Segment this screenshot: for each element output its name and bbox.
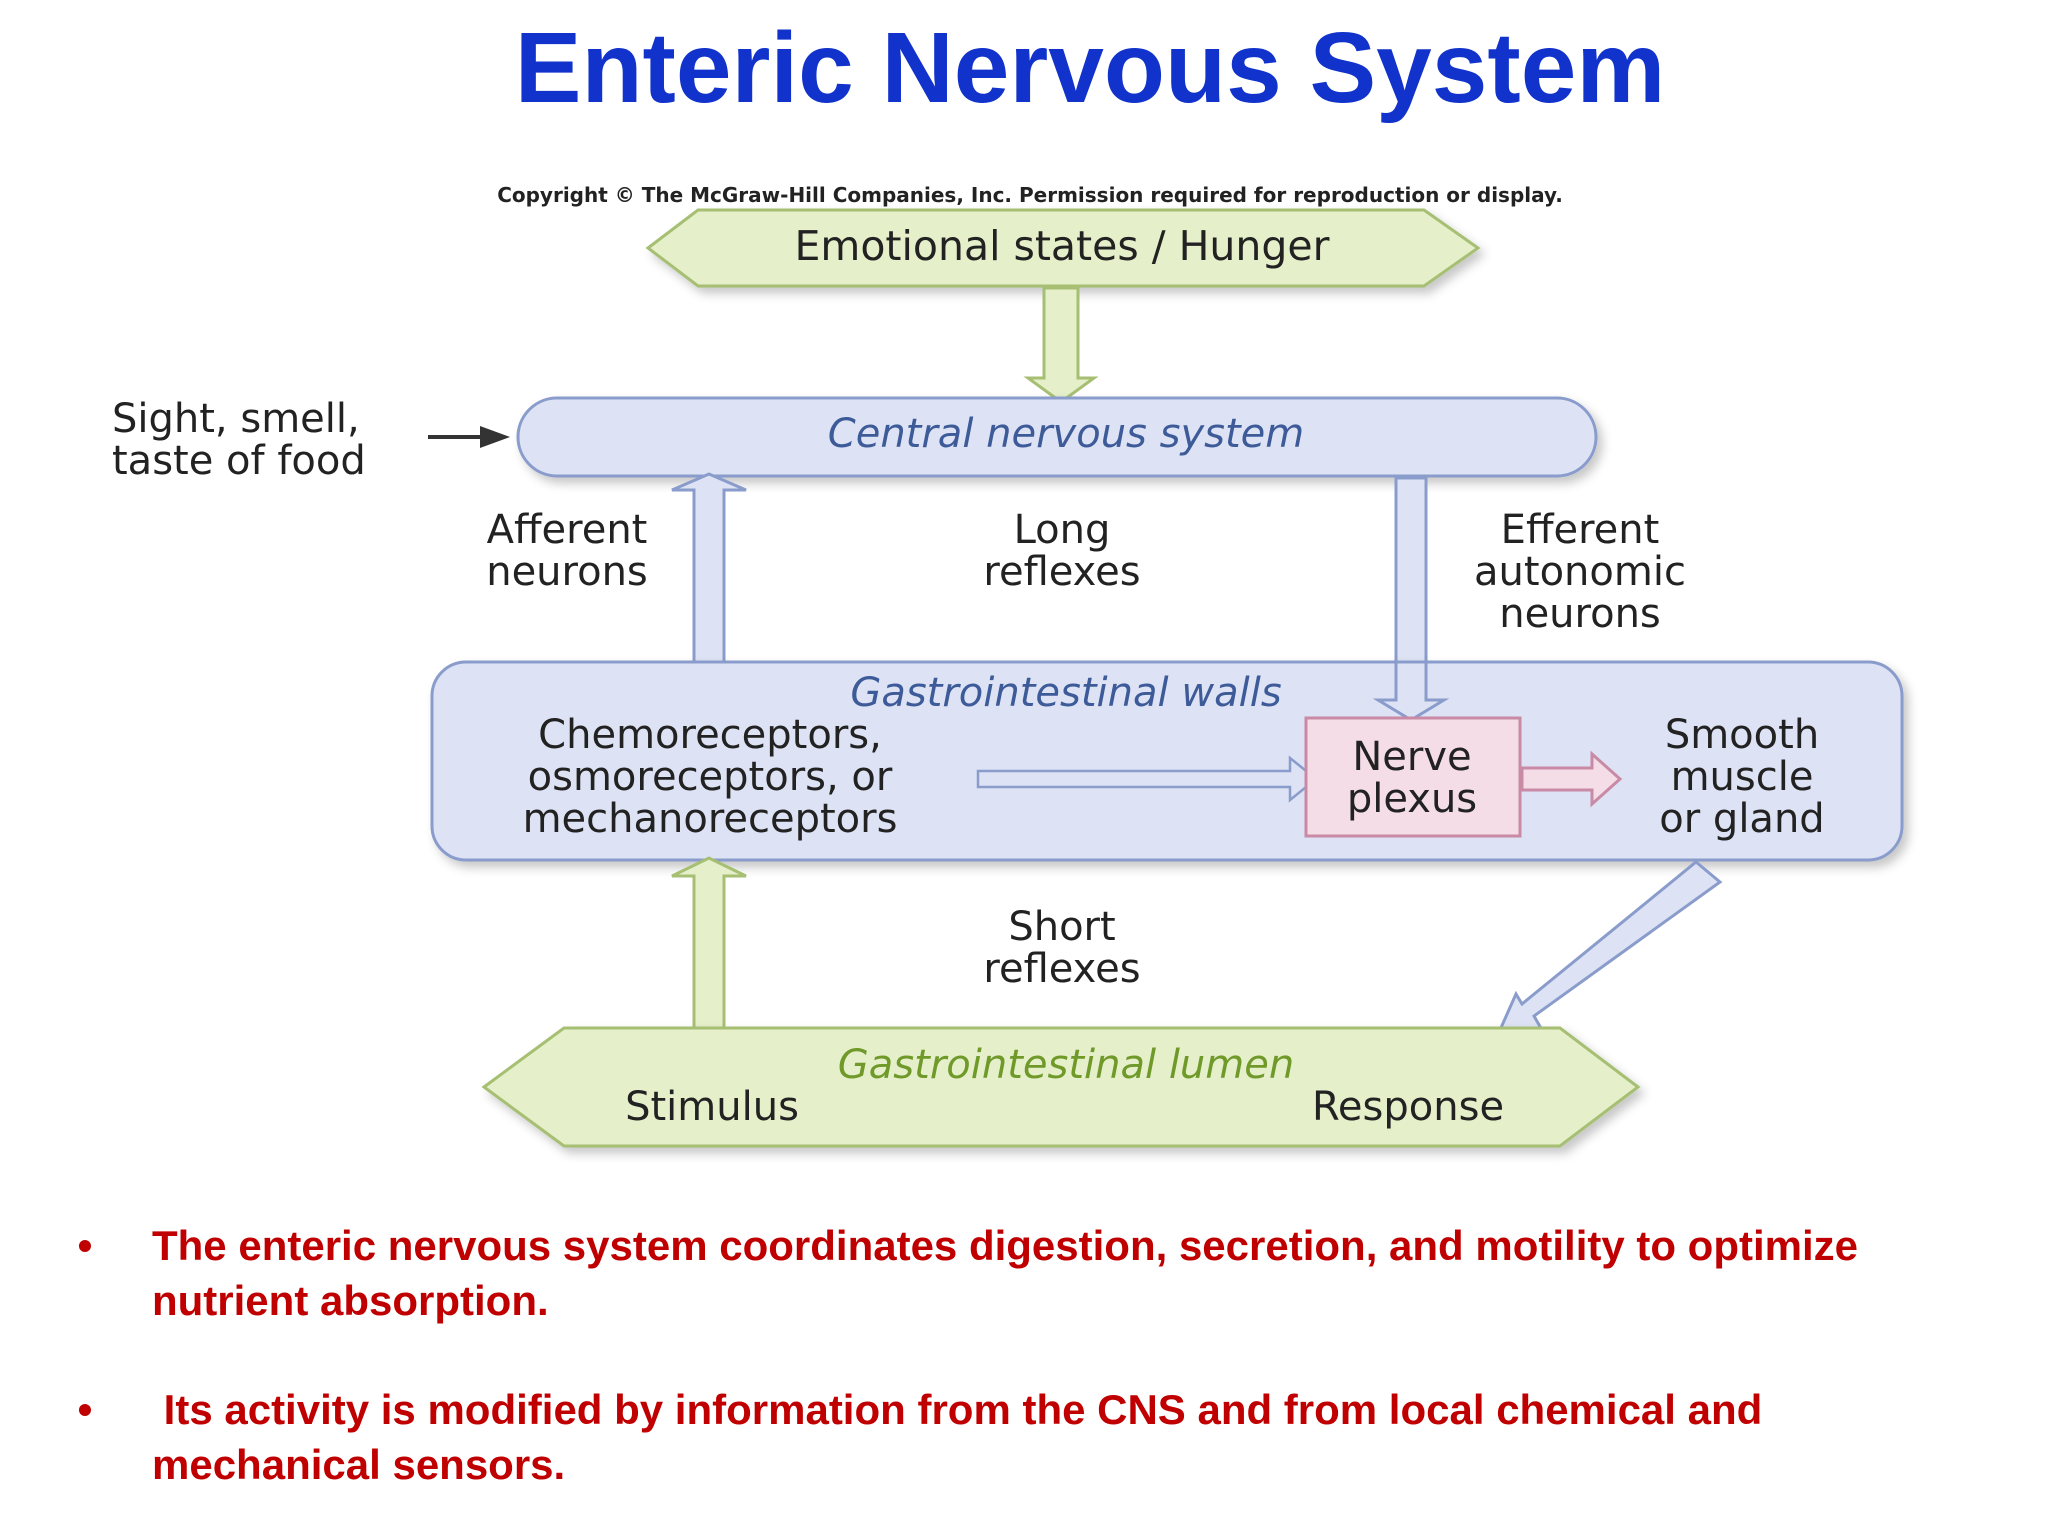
bullet-list: • The enteric nervous system coordinates… (70, 1218, 2000, 1536)
gi-walls-label: Gastrointestinal walls (850, 670, 1281, 716)
nerve-plexus-label-line2: plexus (1347, 776, 1477, 822)
long-reflexes-label-line2: reflexes (983, 549, 1140, 595)
sight-smell-label-line2: taste of food (112, 438, 366, 484)
smooth-muscle-label-line3: or gland (1659, 796, 1824, 842)
bullet-text: Its activity is modified by information … (152, 1386, 1774, 1488)
smooth-muscle-label-line1: Smooth (1665, 712, 1819, 758)
emotional-states-label: Emotional states / Hunger (794, 222, 1329, 270)
response-label: Response (1312, 1084, 1504, 1130)
cns-label: Central nervous system (828, 411, 1304, 457)
gi-lumen-label: Gastrointestinal lumen (838, 1042, 1294, 1088)
nerve-plexus-box (1304, 716, 1522, 838)
copyright-notice: Copyright © The McGraw-Hill Companies, I… (497, 183, 1563, 207)
emotion-to-cns-arrow (1023, 286, 1099, 404)
slide-title: Enteric Nervous System (514, 12, 1666, 124)
receptors-label-line1: Chemoreceptors, (538, 712, 882, 758)
bullet-marker: • (77, 1386, 93, 1433)
short-reflexes-label-line1: Short (1008, 904, 1115, 950)
short-reflexes-label-line2: reflexes (983, 946, 1140, 992)
efferent-label-line1: Efferent (1501, 507, 1660, 553)
smooth-muscle-label-line2: muscle (1671, 754, 1814, 800)
sight-smell-label-line1: Sight, smell, (112, 396, 360, 442)
bullet-text: The enteric nervous system coordinates d… (152, 1222, 1859, 1324)
stimulus-label: Stimulus (625, 1084, 799, 1130)
afferent-label-line2: neurons (486, 549, 648, 595)
receptors-label-line2: osmoreceptors, or (528, 754, 893, 800)
stimulus-arrow (671, 856, 747, 1030)
enteric-nervous-system-diagram: Copyright © The McGraw-Hill Companies, I… (112, 183, 1904, 1148)
sight-smell-arrowhead (480, 426, 510, 448)
efferent-label-line2: autonomic (1474, 549, 1686, 595)
bullet-item: • The enteric nervous system coordinates… (70, 1218, 2000, 1328)
cns-box (516, 396, 1598, 478)
response-arrow (1497, 860, 1723, 1032)
gi-lumen-box (481, 1026, 1641, 1148)
receptors-to-plexus-arrow (976, 755, 1318, 803)
efferent-label-line3: neurons (1499, 591, 1661, 637)
plexus-to-muscle-arrow (1520, 750, 1623, 808)
efferent-arrow-tip (1372, 660, 1450, 722)
bullet-marker: • (77, 1222, 93, 1269)
emotional-states-box (645, 208, 1481, 288)
long-reflexes-label-line1: Long (1014, 507, 1111, 553)
afferent-label-line1: Afferent (487, 507, 648, 553)
gi-walls-box (430, 660, 1904, 862)
bullet-item: • Its activity is modified by informatio… (70, 1382, 2000, 1492)
receptors-label-line3: mechanoreceptors (523, 796, 898, 842)
afferent-arrow (671, 472, 747, 664)
nerve-plexus-label-line1: Nerve (1352, 734, 1471, 780)
